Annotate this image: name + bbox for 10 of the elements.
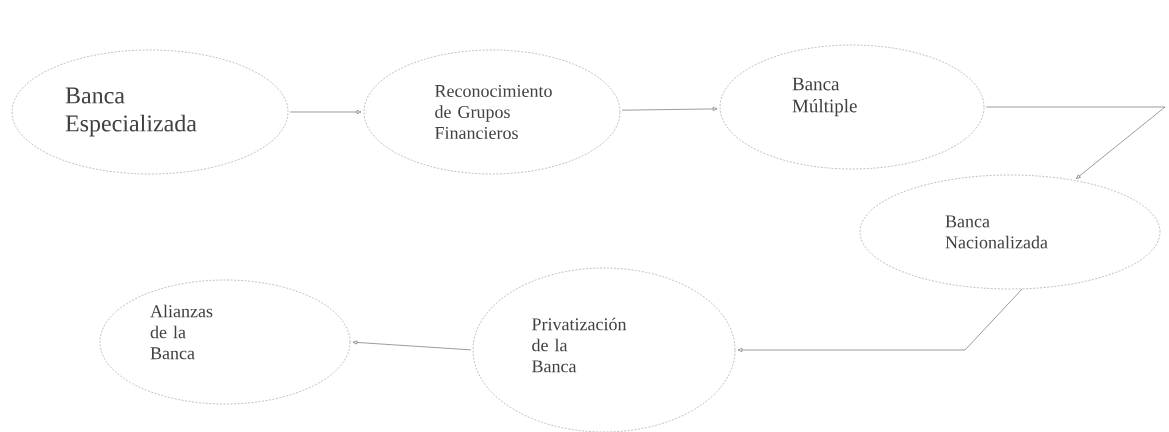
arrow bbox=[289, 110, 362, 114]
arrow bbox=[621, 107, 718, 111]
ellipse-node: Banca Nacionalizada bbox=[859, 174, 1161, 290]
ellipse-node: Banca Especializada bbox=[11, 49, 289, 175]
ellipse-node: Alianzas de la Banca bbox=[99, 279, 351, 405]
ellipse-node: Banca Múltiple bbox=[719, 44, 985, 170]
ellipse-node: Reconocimiento de Grupos Financieros bbox=[363, 49, 621, 175]
arrow bbox=[737, 288, 1023, 352]
arrow bbox=[352, 340, 472, 351]
arrow bbox=[985, 106, 1166, 179]
